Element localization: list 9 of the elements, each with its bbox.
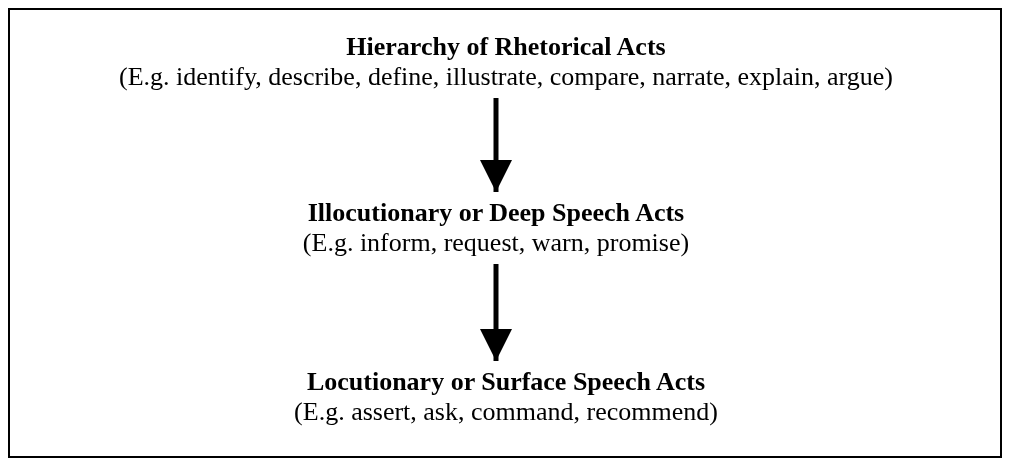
example-list: (E.g. assert, ask, command, recommend) xyxy=(294,397,718,427)
example-list: (E.g. inform, request, warn, promise) xyxy=(302,228,690,258)
example-list: (E.g. identify, describe, define, illustrate, compare, narrate, explain, argue) xyxy=(119,62,893,92)
arrow xyxy=(479,264,513,361)
frame xyxy=(8,8,1002,458)
heading: Illocutionary or Deep Speech Acts xyxy=(307,198,685,228)
heading: Hierarchy of Rhetorical Acts xyxy=(346,32,666,62)
heading: Locutionary or Surface Speech Acts xyxy=(306,367,706,397)
arrow xyxy=(479,98,513,192)
